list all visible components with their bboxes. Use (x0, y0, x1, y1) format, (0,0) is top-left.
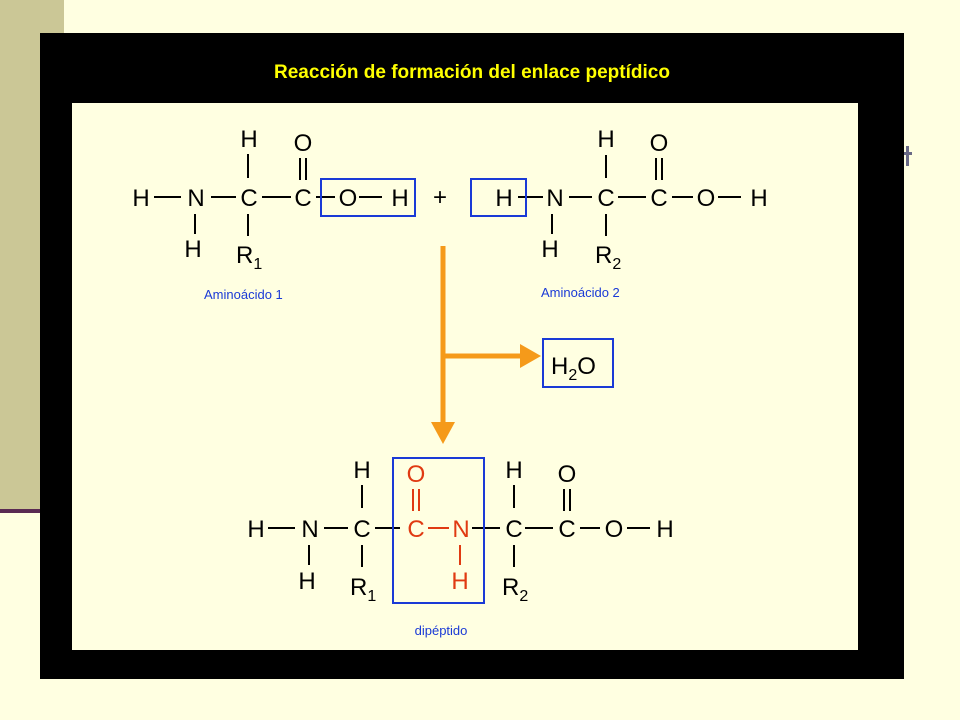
water-box (542, 338, 614, 388)
plus-sign: + (433, 184, 447, 211)
dp-peptide-hydrogen: H (451, 568, 468, 595)
dp-peptide-carbon: C (407, 516, 424, 543)
hydroxyl-box (320, 178, 416, 217)
aa2-alpha-hydrogen: H (597, 126, 614, 153)
dp-alpha-carbon-2: C (505, 516, 522, 543)
dp-side-chain-1: R1 (350, 574, 376, 605)
slide-side-rule (0, 509, 44, 513)
aa2-side-chain: R2 (595, 242, 621, 273)
amino-acid-2: H N C C O H H O H R2 Aminoácido 2 (470, 126, 768, 300)
aa2-amine-hydrogen-2: H (541, 236, 558, 263)
dp-hydroxyl-oxygen: O (605, 516, 624, 543)
aa1-alpha-hydrogen: H (240, 126, 257, 153)
diagram-panel (72, 103, 858, 650)
aa1-hydroxyl-oxygen: O (339, 185, 358, 212)
dp-amine-hydrogen-2: H (298, 568, 315, 595)
aa1-carboxyl-carbon: C (294, 185, 311, 212)
aa1-hydroxyl-hydrogen: H (391, 185, 408, 212)
dp-carboxyl-carbon: C (558, 516, 575, 543)
amine-hydrogen-box (470, 178, 527, 217)
aa2-amine-hydrogen: H (495, 185, 512, 212)
page-title: Reacción de formación del enlace peptídi… (274, 62, 670, 83)
caption-amino-acid-2: Aminoácido 2 (541, 285, 620, 300)
dipeptide: H N C C N C C O H H H O O H H R1 R2 dipé… (247, 457, 674, 638)
dp-peptide-nitrogen: N (452, 516, 469, 543)
dp-side-chain-2: R2 (502, 574, 528, 605)
caption-amino-acid-1: Aminoácido 1 (204, 287, 283, 302)
aa1-amine-hydrogen-2: H (184, 236, 201, 263)
water-molecule: H2O (542, 338, 614, 388)
dp-carbonyl-oxygen: O (558, 461, 577, 488)
aa2-hydroxyl-hydrogen: H (750, 185, 767, 212)
dp-alpha-hydrogen-2: H (505, 457, 522, 484)
aa2-nitrogen: N (546, 185, 563, 212)
dp-hydroxyl-hydrogen: H (656, 516, 673, 543)
water-formula: H2O (551, 353, 596, 384)
dp-peptide-oxygen: O (407, 461, 426, 488)
dp-nitrogen-1: N (301, 516, 318, 543)
aa2-alpha-carbon: C (597, 185, 614, 212)
slide-right-tick (906, 146, 909, 166)
aa1-nitrogen: N (187, 185, 204, 212)
caption-dipeptide: dipéptido (415, 623, 468, 638)
peptide-bond-box (392, 457, 485, 604)
dp-alpha-carbon-1: C (353, 516, 370, 543)
aa1-alpha-carbon: C (240, 185, 257, 212)
aa1-side-chain: R1 (236, 242, 262, 273)
aa2-hydroxyl-oxygen: O (697, 185, 716, 212)
aa1-carbonyl-oxygen: O (294, 130, 313, 157)
reaction-arrow (431, 246, 541, 444)
amino-acid-1: H N C C O H H O H R1 Aminoácido 1 (132, 126, 416, 302)
aa1-hydrogen-amine: H (132, 185, 149, 212)
dp-alpha-hydrogen-1: H (353, 457, 370, 484)
aa2-carboxyl-carbon: C (650, 185, 667, 212)
dp-terminal-hydrogen: H (247, 516, 264, 543)
aa2-carbonyl-oxygen: O (650, 130, 669, 157)
